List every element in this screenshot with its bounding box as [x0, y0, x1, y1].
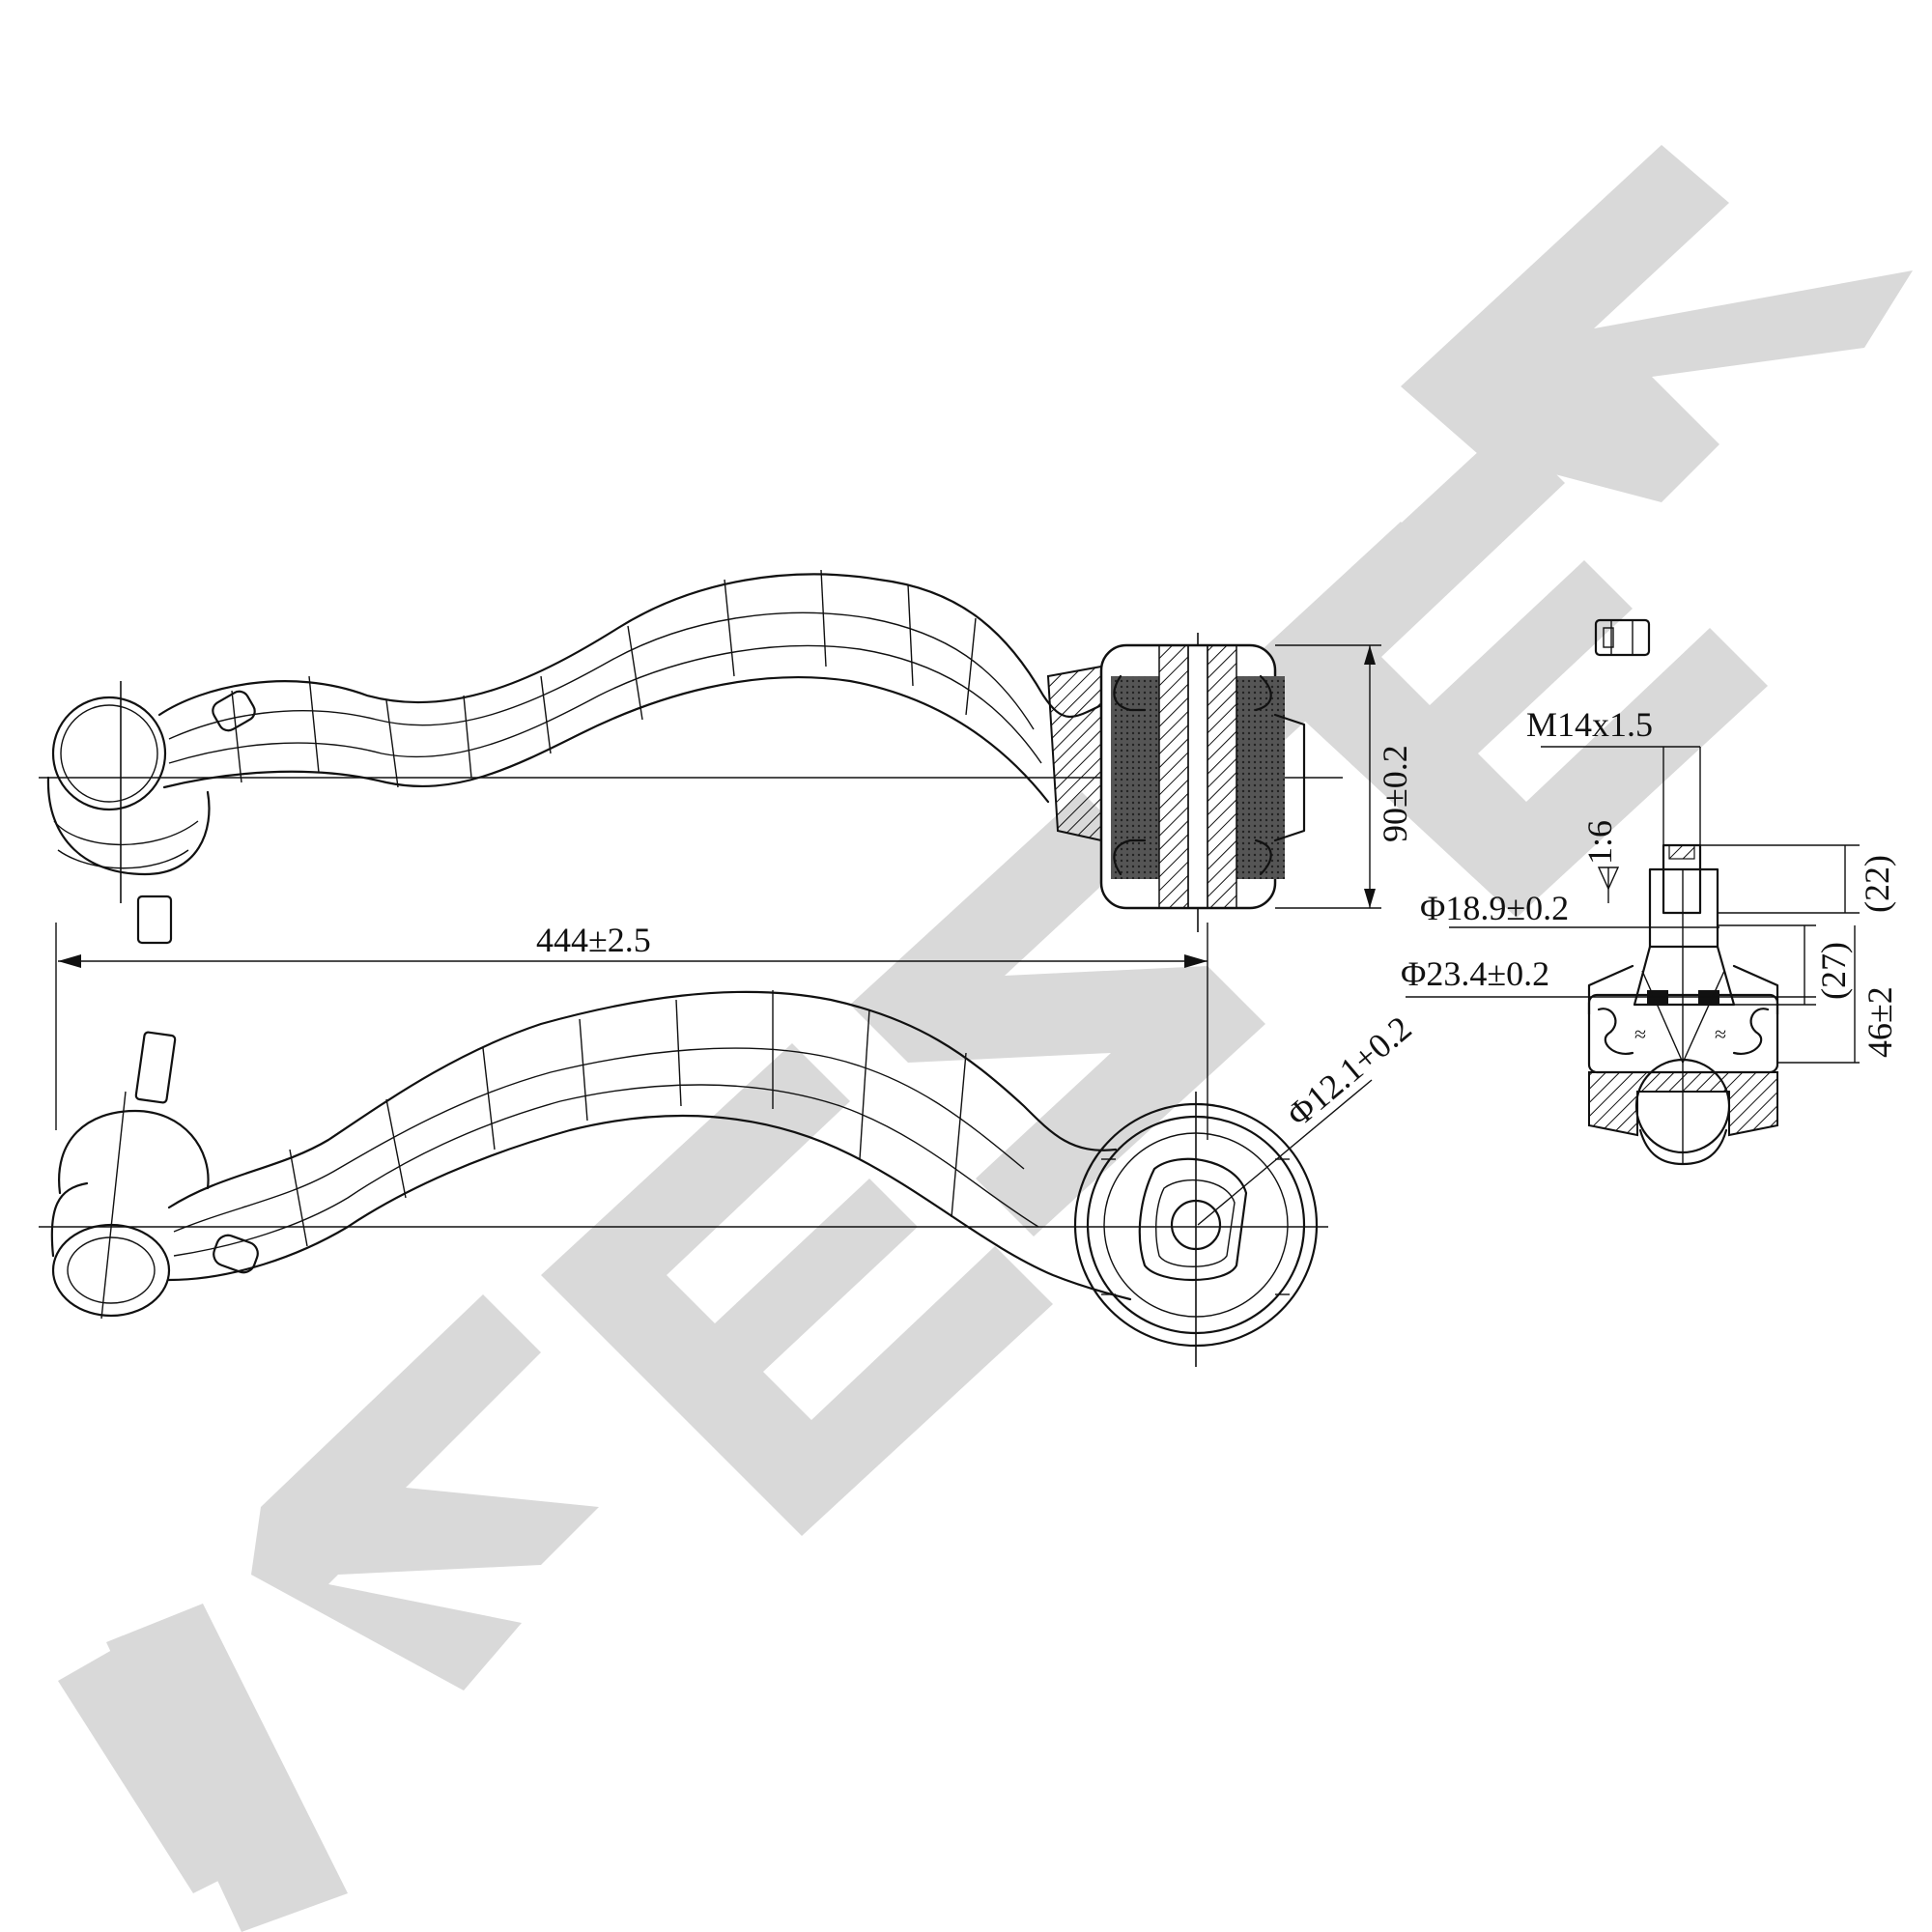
stud-diameter-large-label: Φ23.4±0.2	[1401, 954, 1549, 993]
bushing-height-label: 90±0.2	[1376, 745, 1414, 842]
stud-diameter-small-label: Φ18.9±0.2	[1420, 889, 1569, 927]
bottom-balljoint	[50, 1031, 210, 1320]
taper-label: 1:6	[1580, 820, 1619, 865]
dimension-length: 444±2.5	[55, 921, 1208, 1140]
bottom-arm-body	[167, 990, 1132, 1301]
ref-27-label: (27)	[1814, 942, 1853, 1000]
dimension-thread: M14x1.5	[1526, 705, 1701, 845]
nut-icon	[1594, 618, 1651, 657]
length-label: 444±2.5	[536, 921, 651, 959]
height-46-label: 46±2	[1861, 986, 1899, 1058]
watermark-logo	[58, 145, 1913, 1932]
balljoint-stud	[1633, 843, 1736, 1007]
thread-label: M14x1.5	[1526, 705, 1653, 744]
dimension-46: 46±2	[1777, 925, 1899, 1064]
balljoint-section: M14x1.5 1:6 ≈ ≈	[1401, 618, 1899, 1166]
boot-grease-mark-left: ≈	[1634, 1022, 1646, 1046]
ref-22-label: (22)	[1858, 855, 1896, 913]
top-view: 90±0.2	[39, 569, 1414, 945]
dimension-22: (22)	[1700, 844, 1896, 914]
dimension-bushing-height: 90±0.2	[1275, 644, 1414, 909]
top-balljoint	[46, 696, 211, 945]
top-bushing	[1046, 643, 1306, 910]
dimension-27: (27)	[1718, 924, 1853, 1006]
dimension-stud-small: Φ18.9±0.2	[1420, 889, 1719, 928]
taper-indicator: 1:6	[1580, 820, 1620, 903]
top-arm-body	[157, 569, 1103, 804]
boot-grease-mark-right: ≈	[1715, 1022, 1726, 1046]
balljoint-housing	[1588, 869, 1778, 1166]
hole-diameter-label: Φ12.1+0.2	[1279, 1009, 1418, 1134]
dimension-stud-large: Φ23.4±0.2	[1401, 954, 1816, 998]
